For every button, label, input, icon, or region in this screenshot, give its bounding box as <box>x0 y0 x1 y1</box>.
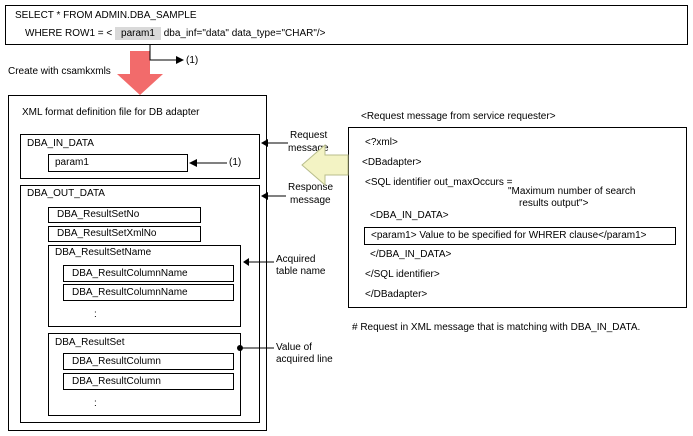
sql-line-2: WHERE ROW1 = < param1 dba_inf="data" dat… <box>25 27 326 40</box>
request-message-box: <?xml> <DBadapter> <SQL identifier out_m… <box>348 127 687 308</box>
req-param-line: <param1> Value to be specified for WHRER… <box>371 230 647 241</box>
sql-param-ref-line <box>149 45 176 61</box>
result-column-name-label-1: DBA_ResultColumnName <box>72 268 188 279</box>
req-xml-decl: <?xml> <box>365 137 398 148</box>
req-sql-close: </SQL identifier> <box>365 269 440 280</box>
value-pointer-dot <box>237 345 243 351</box>
request-note: # Request in XML message that is matchin… <box>352 322 641 333</box>
result-column-label-2: DBA_ResultColumn <box>72 376 161 387</box>
value-acquired-line-label-1: Value of <box>276 342 312 353</box>
sql-line-1: SELECT * FROM ADMIN.DBA_SAMPLE <box>15 10 197 21</box>
response-message-label-1: Response <box>288 182 334 193</box>
create-arrow <box>117 51 163 95</box>
req-param-line-box: <param1> Value to be specified for WHRER… <box>364 227 676 245</box>
sql-ref-mark: (1) <box>186 55 199 66</box>
create-label: Create with csamkxmls <box>8 66 111 77</box>
in-param-ref-mark: (1) <box>229 157 242 168</box>
sql-param-ref-arrowhead <box>176 56 184 64</box>
req-max-line-1: "Maximum number of search <box>508 186 636 197</box>
result-set-no-box: DBA_ResultSetNo <box>48 207 201 223</box>
message-arrow <box>301 143 349 187</box>
result-set-label: DBA_ResultSet <box>55 337 125 348</box>
request-message-label-2: message <box>288 143 329 154</box>
sql-where-prefix: WHERE ROW1 = < <box>25 28 113 39</box>
request-message-label-1: Request <box>290 130 328 141</box>
req-in-close: </DBA_IN_DATA> <box>370 249 452 260</box>
result-column-box-1: DBA_ResultColumn <box>63 353 234 370</box>
result-column-box-2: DBA_ResultColumn <box>63 373 234 390</box>
result-set-name-label: DBA_ResultSetName <box>55 247 152 258</box>
req-in-open: <DBA_IN_DATA> <box>370 210 449 221</box>
req-dbadapter-open: <DBadapter> <box>362 157 422 168</box>
result-set-ellipsis: : <box>94 398 97 409</box>
result-column-name-box-1: DBA_ResultColumnName <box>63 265 234 282</box>
acquired-table-name-label-1: Acquired <box>276 254 316 265</box>
acquired-table-name-label-2: table name <box>276 266 326 277</box>
dba-out-data-label: DBA_OUT_DATA <box>27 188 105 199</box>
definition-file-title: XML format definition file for DB adapte… <box>22 107 200 118</box>
in-param-box: param1 <box>48 154 188 172</box>
request-pointer-arrowhead <box>261 139 268 147</box>
result-set-xml-no-box: DBA_ResultSetXmlNo <box>48 226 201 242</box>
response-message-label-2: message <box>290 195 331 206</box>
req-sql-open: <SQL identifier out_maxOccurs = <box>365 177 513 188</box>
dba-in-data-label: DBA_IN_DATA <box>27 138 94 149</box>
value-acquired-line-label-2: acquired line <box>276 354 333 365</box>
result-column-name-box-2: DBA_ResultColumnName <box>63 284 234 301</box>
result-column-label-1: DBA_ResultColumn <box>72 356 161 367</box>
response-pointer-arrowhead <box>261 192 268 200</box>
result-column-name-label-2: DBA_ResultColumnName <box>72 287 188 298</box>
sql-param-highlight: param1 <box>115 27 161 40</box>
acquired-pointer-arrowhead <box>243 258 249 266</box>
result-set-xml-no-label: DBA_ResultSetXmlNo <box>57 228 157 239</box>
in-param-ref-arrowhead <box>189 159 197 167</box>
request-message-title: <Request message from service requester> <box>361 111 556 122</box>
in-param-label: param1 <box>55 157 89 168</box>
sql-statement-box: SELECT * FROM ADMIN.DBA_SAMPLE WHERE ROW… <box>5 5 688 45</box>
req-dbadapter-close: </DBadapter> <box>365 289 428 300</box>
result-set-name-ellipsis: : <box>94 309 97 320</box>
result-set-no-label: DBA_ResultSetNo <box>57 209 140 220</box>
req-max-line-2: results output"> <box>519 198 589 209</box>
sql-where-suffix: dba_inf="data" data_type="CHAR"/> <box>163 28 326 39</box>
